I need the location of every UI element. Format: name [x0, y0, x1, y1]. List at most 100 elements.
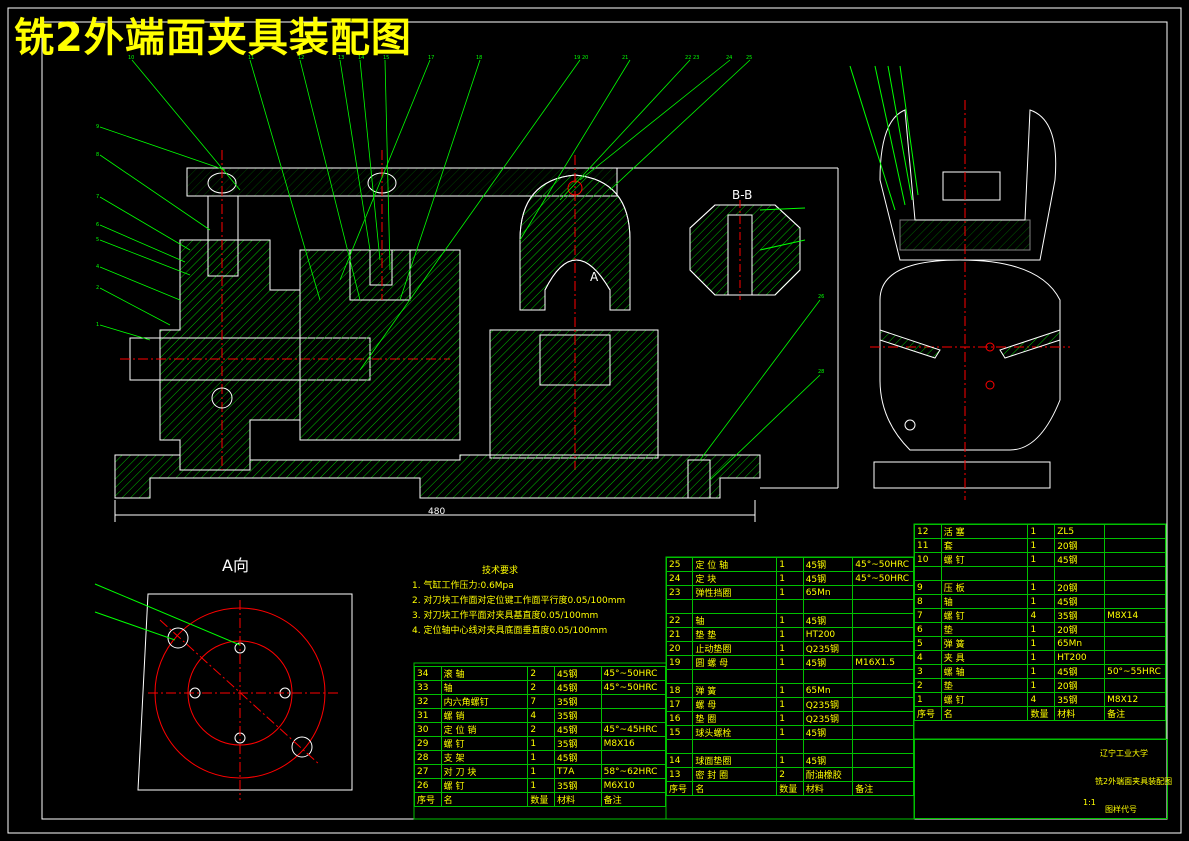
section-arrow-label: A [590, 270, 599, 284]
bom-cell: M16X1.5 [852, 655, 914, 670]
bom-cell: 螺 轴 [940, 664, 1029, 679]
bom-cell: 20钢 [1054, 678, 1106, 693]
bom-cell: 1 [527, 764, 556, 779]
bom-cell: 序号 [414, 792, 442, 807]
bom-cell [600, 750, 667, 765]
bom-cell: 26 [414, 778, 442, 793]
bom-cell: M6X10 [600, 778, 667, 793]
bom-cell [1104, 678, 1166, 693]
bom-cell: 58°~62HRC [600, 764, 667, 779]
bom-cell: 45钢 [1054, 664, 1106, 679]
bom-cell: 垫 垫 [692, 627, 778, 642]
bom-cell [940, 566, 1029, 581]
title-block-drawing-name: 铣2外端面夹具装配图 [1095, 777, 1173, 786]
bom-cell: 弹 簧 [940, 636, 1029, 651]
bom-cell: 20钢 [1054, 538, 1106, 553]
bom-cell: 65Mn [1054, 636, 1106, 651]
bom-cell [914, 566, 942, 581]
bom-cell: 螺 钉 [440, 778, 529, 793]
bom-cell: 29 [414, 736, 442, 751]
bom-cell: 1 [776, 697, 804, 712]
bom-cell: 24 [665, 571, 694, 586]
bom-cell [852, 753, 914, 768]
tech-item: 4. 定位轴中心线对夹具底面垂直度0.05/100mm [412, 626, 608, 636]
bom-cell: 名 [940, 706, 1029, 721]
bom-cell [802, 739, 854, 754]
bom-cell: 2 [527, 666, 556, 681]
svg-text:14: 14 [358, 55, 364, 61]
bom-cell [1104, 566, 1166, 581]
bom-cell: 65Mn [802, 585, 854, 600]
bom-cell: 45钢 [802, 655, 854, 670]
bom-cell: 4 [1027, 608, 1056, 623]
bom-cell: 球面垫圈 [692, 753, 778, 768]
bom-row [665, 669, 914, 684]
bom-cell [852, 627, 914, 642]
bom-cell: 1 [1027, 650, 1056, 665]
svg-text:26: 26 [818, 294, 824, 300]
bom-cell: 45钢 [802, 571, 854, 586]
bom-cell: 1 [914, 692, 942, 707]
bom-cell: 1 [1027, 552, 1056, 567]
bom-cell: 2 [527, 680, 556, 695]
bom-cell [665, 739, 694, 754]
bom-cell: 13 [665, 767, 694, 782]
bom-cell [600, 694, 667, 709]
bom-cell: 11 [914, 538, 942, 553]
bom-cell: 7 [527, 694, 556, 709]
bom-cell: 14 [665, 753, 694, 768]
bom-cell: 35钢 [554, 778, 602, 793]
bom-cell: 1 [776, 571, 804, 586]
bom-cell: 9 [914, 580, 942, 595]
bom-cell: 1 [1027, 538, 1056, 553]
bom-cell: 滚 轴 [440, 666, 529, 681]
bom-cell: 45钢 [554, 722, 602, 737]
tech-item: 2. 对刀块工作面对定位键工作面平行度0.05/100mm [412, 596, 626, 606]
bom-cell: 17 [665, 697, 694, 712]
bom-cell: 材料 [554, 792, 602, 807]
leader-lines [99, 59, 821, 481]
bom-cell: 垫 [940, 622, 1029, 637]
bom-cell [1104, 622, 1166, 637]
svg-text:4: 4 [96, 264, 99, 270]
bom-cell: 密 封 圈 [692, 767, 778, 782]
bom-cell: 20钢 [1054, 622, 1106, 637]
bom-cell [852, 613, 914, 628]
bom-cell: 32 [414, 694, 442, 709]
bom-cell: 垫 圈 [692, 711, 778, 726]
side-view [849, 65, 1070, 500]
bom-cell [1104, 524, 1166, 539]
bom-cell: 45钢 [554, 750, 602, 765]
bom-cell [1104, 552, 1166, 567]
bom-cell [1104, 580, 1166, 595]
bom-cell: 1 [776, 641, 804, 656]
bom-cell [852, 683, 914, 698]
bom-cell [776, 739, 804, 754]
bom-cell: 1 [1027, 636, 1056, 651]
bom-cell [600, 708, 667, 723]
svg-text:7: 7 [96, 194, 99, 200]
bom-cell: 19 [665, 655, 694, 670]
bom-cell [852, 585, 914, 600]
bom-cell: 1 [1027, 594, 1056, 609]
bom-cell: 螺 母 [692, 697, 778, 712]
bom-cell: 套 [940, 538, 1029, 553]
bom-cell [852, 739, 914, 754]
bom-cell: 1 [776, 585, 804, 600]
svg-text:2: 2 [96, 285, 99, 291]
bom-cell: 1 [527, 736, 556, 751]
